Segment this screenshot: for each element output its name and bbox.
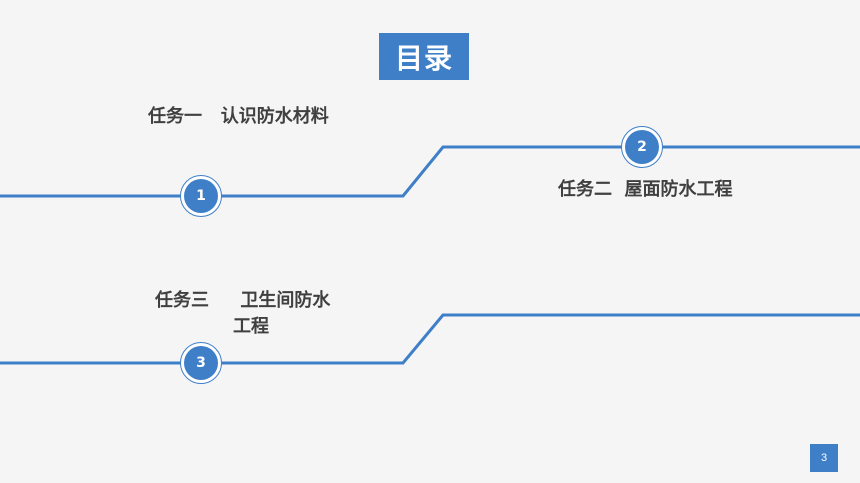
task-1-label: 任务一 认识防水材料: [148, 106, 329, 127]
task-3-label-line2: 工程: [233, 316, 269, 337]
page-number: 3: [810, 444, 838, 472]
task-3-label-line1: 任务三 卫生间防水: [155, 290, 331, 311]
page-title: 目录: [379, 33, 469, 80]
task-2-label: 任务二 屋面防水工程: [558, 179, 733, 200]
task-2-number: 2: [625, 130, 659, 164]
task-3-number: 3: [184, 346, 218, 380]
task-1-number: 1: [184, 179, 218, 213]
task-1-node: 1: [180, 175, 222, 217]
task-2-node: 2: [621, 126, 663, 168]
timeline-line-lower: [0, 313, 860, 365]
task-3-node: 3: [180, 342, 222, 384]
